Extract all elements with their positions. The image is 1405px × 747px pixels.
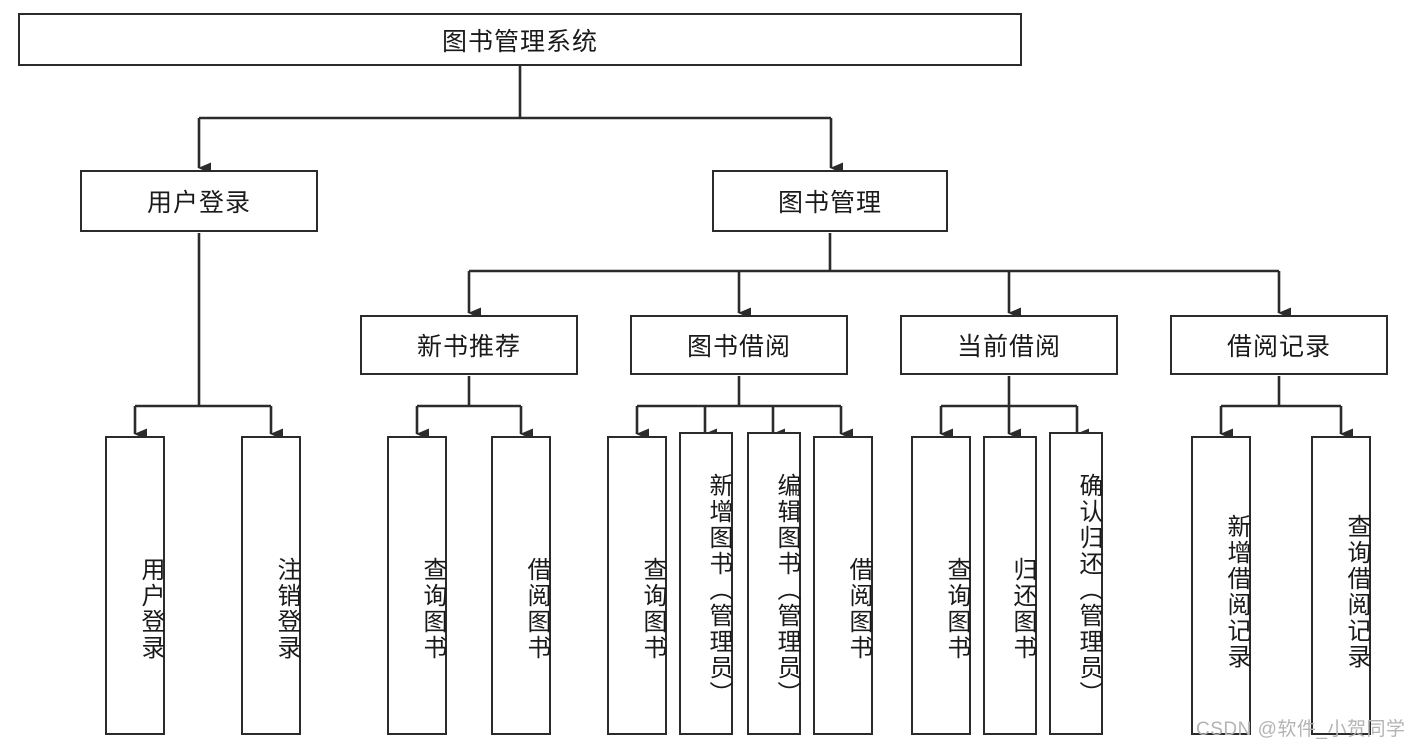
node-leaf-query-book-borrow[interactable]: 查询图书 bbox=[607, 436, 667, 735]
node-label: 借阅图书 bbox=[523, 556, 550, 661]
node-label: 图书管理系统 bbox=[441, 27, 598, 56]
node-root-book-management-system[interactable]: 图书管理系统 bbox=[18, 13, 1022, 66]
node-book-borrow[interactable]: 图书借阅 bbox=[630, 315, 848, 375]
node-label: 借阅图书 bbox=[845, 556, 872, 661]
node-leaf-confirm-return-admin[interactable]: 确认归还（管理员） bbox=[1049, 432, 1103, 735]
node-label: 用户登录 bbox=[146, 189, 251, 217]
node-label: 归还图书 bbox=[1009, 556, 1036, 661]
node-label: 新增图书（管理员） bbox=[705, 472, 732, 707]
node-label: 查询图书 bbox=[639, 556, 666, 661]
node-leaf-add-borrow-record[interactable]: 新增借阅记录 bbox=[1191, 436, 1251, 735]
node-leaf-query-book-recommend[interactable]: 查询图书 bbox=[387, 436, 447, 735]
node-label: 确认归还（管理员） bbox=[1075, 472, 1102, 707]
node-current-borrow[interactable]: 当前借阅 bbox=[900, 315, 1118, 375]
node-label: 当前借阅 bbox=[956, 333, 1061, 361]
node-leaf-query-book-current[interactable]: 查询图书 bbox=[911, 436, 971, 735]
node-label: 图书借阅 bbox=[686, 333, 791, 361]
node-book-management[interactable]: 图书管理 bbox=[712, 170, 948, 232]
node-label: 查询借阅记录 bbox=[1343, 513, 1370, 670]
node-leaf-edit-book-admin[interactable]: 编辑图书（管理员） bbox=[747, 432, 801, 735]
node-leaf-query-borrow-record[interactable]: 查询借阅记录 bbox=[1311, 436, 1371, 735]
node-user-login[interactable]: 用户登录 bbox=[80, 170, 318, 232]
node-label: 注销登录 bbox=[273, 556, 300, 661]
node-leaf-logout[interactable]: 注销登录 bbox=[241, 436, 301, 735]
node-label: 编辑图书（管理员） bbox=[773, 472, 800, 707]
node-label: 查询图书 bbox=[943, 556, 970, 661]
node-borrow-record[interactable]: 借阅记录 bbox=[1170, 315, 1388, 375]
node-label: 新书推荐 bbox=[416, 333, 521, 361]
node-new-book-recommend[interactable]: 新书推荐 bbox=[360, 315, 578, 375]
node-leaf-return-book[interactable]: 归还图书 bbox=[983, 436, 1037, 735]
node-leaf-borrow-book[interactable]: 借阅图书 bbox=[813, 436, 873, 735]
node-leaf-add-book-admin[interactable]: 新增图书（管理员） bbox=[679, 432, 733, 735]
node-label: 借阅记录 bbox=[1226, 333, 1331, 361]
csdn-watermark: CSDN @软件_小贺同学 bbox=[1196, 719, 1405, 740]
node-label: 用户登录 bbox=[137, 556, 164, 661]
node-label: 查询图书 bbox=[419, 556, 446, 661]
node-label: 图书管理 bbox=[777, 189, 882, 217]
node-label: 新增借阅记录 bbox=[1223, 513, 1250, 670]
node-leaf-borrow-book-recommend[interactable]: 借阅图书 bbox=[491, 436, 551, 735]
node-leaf-user-login[interactable]: 用户登录 bbox=[105, 436, 165, 735]
